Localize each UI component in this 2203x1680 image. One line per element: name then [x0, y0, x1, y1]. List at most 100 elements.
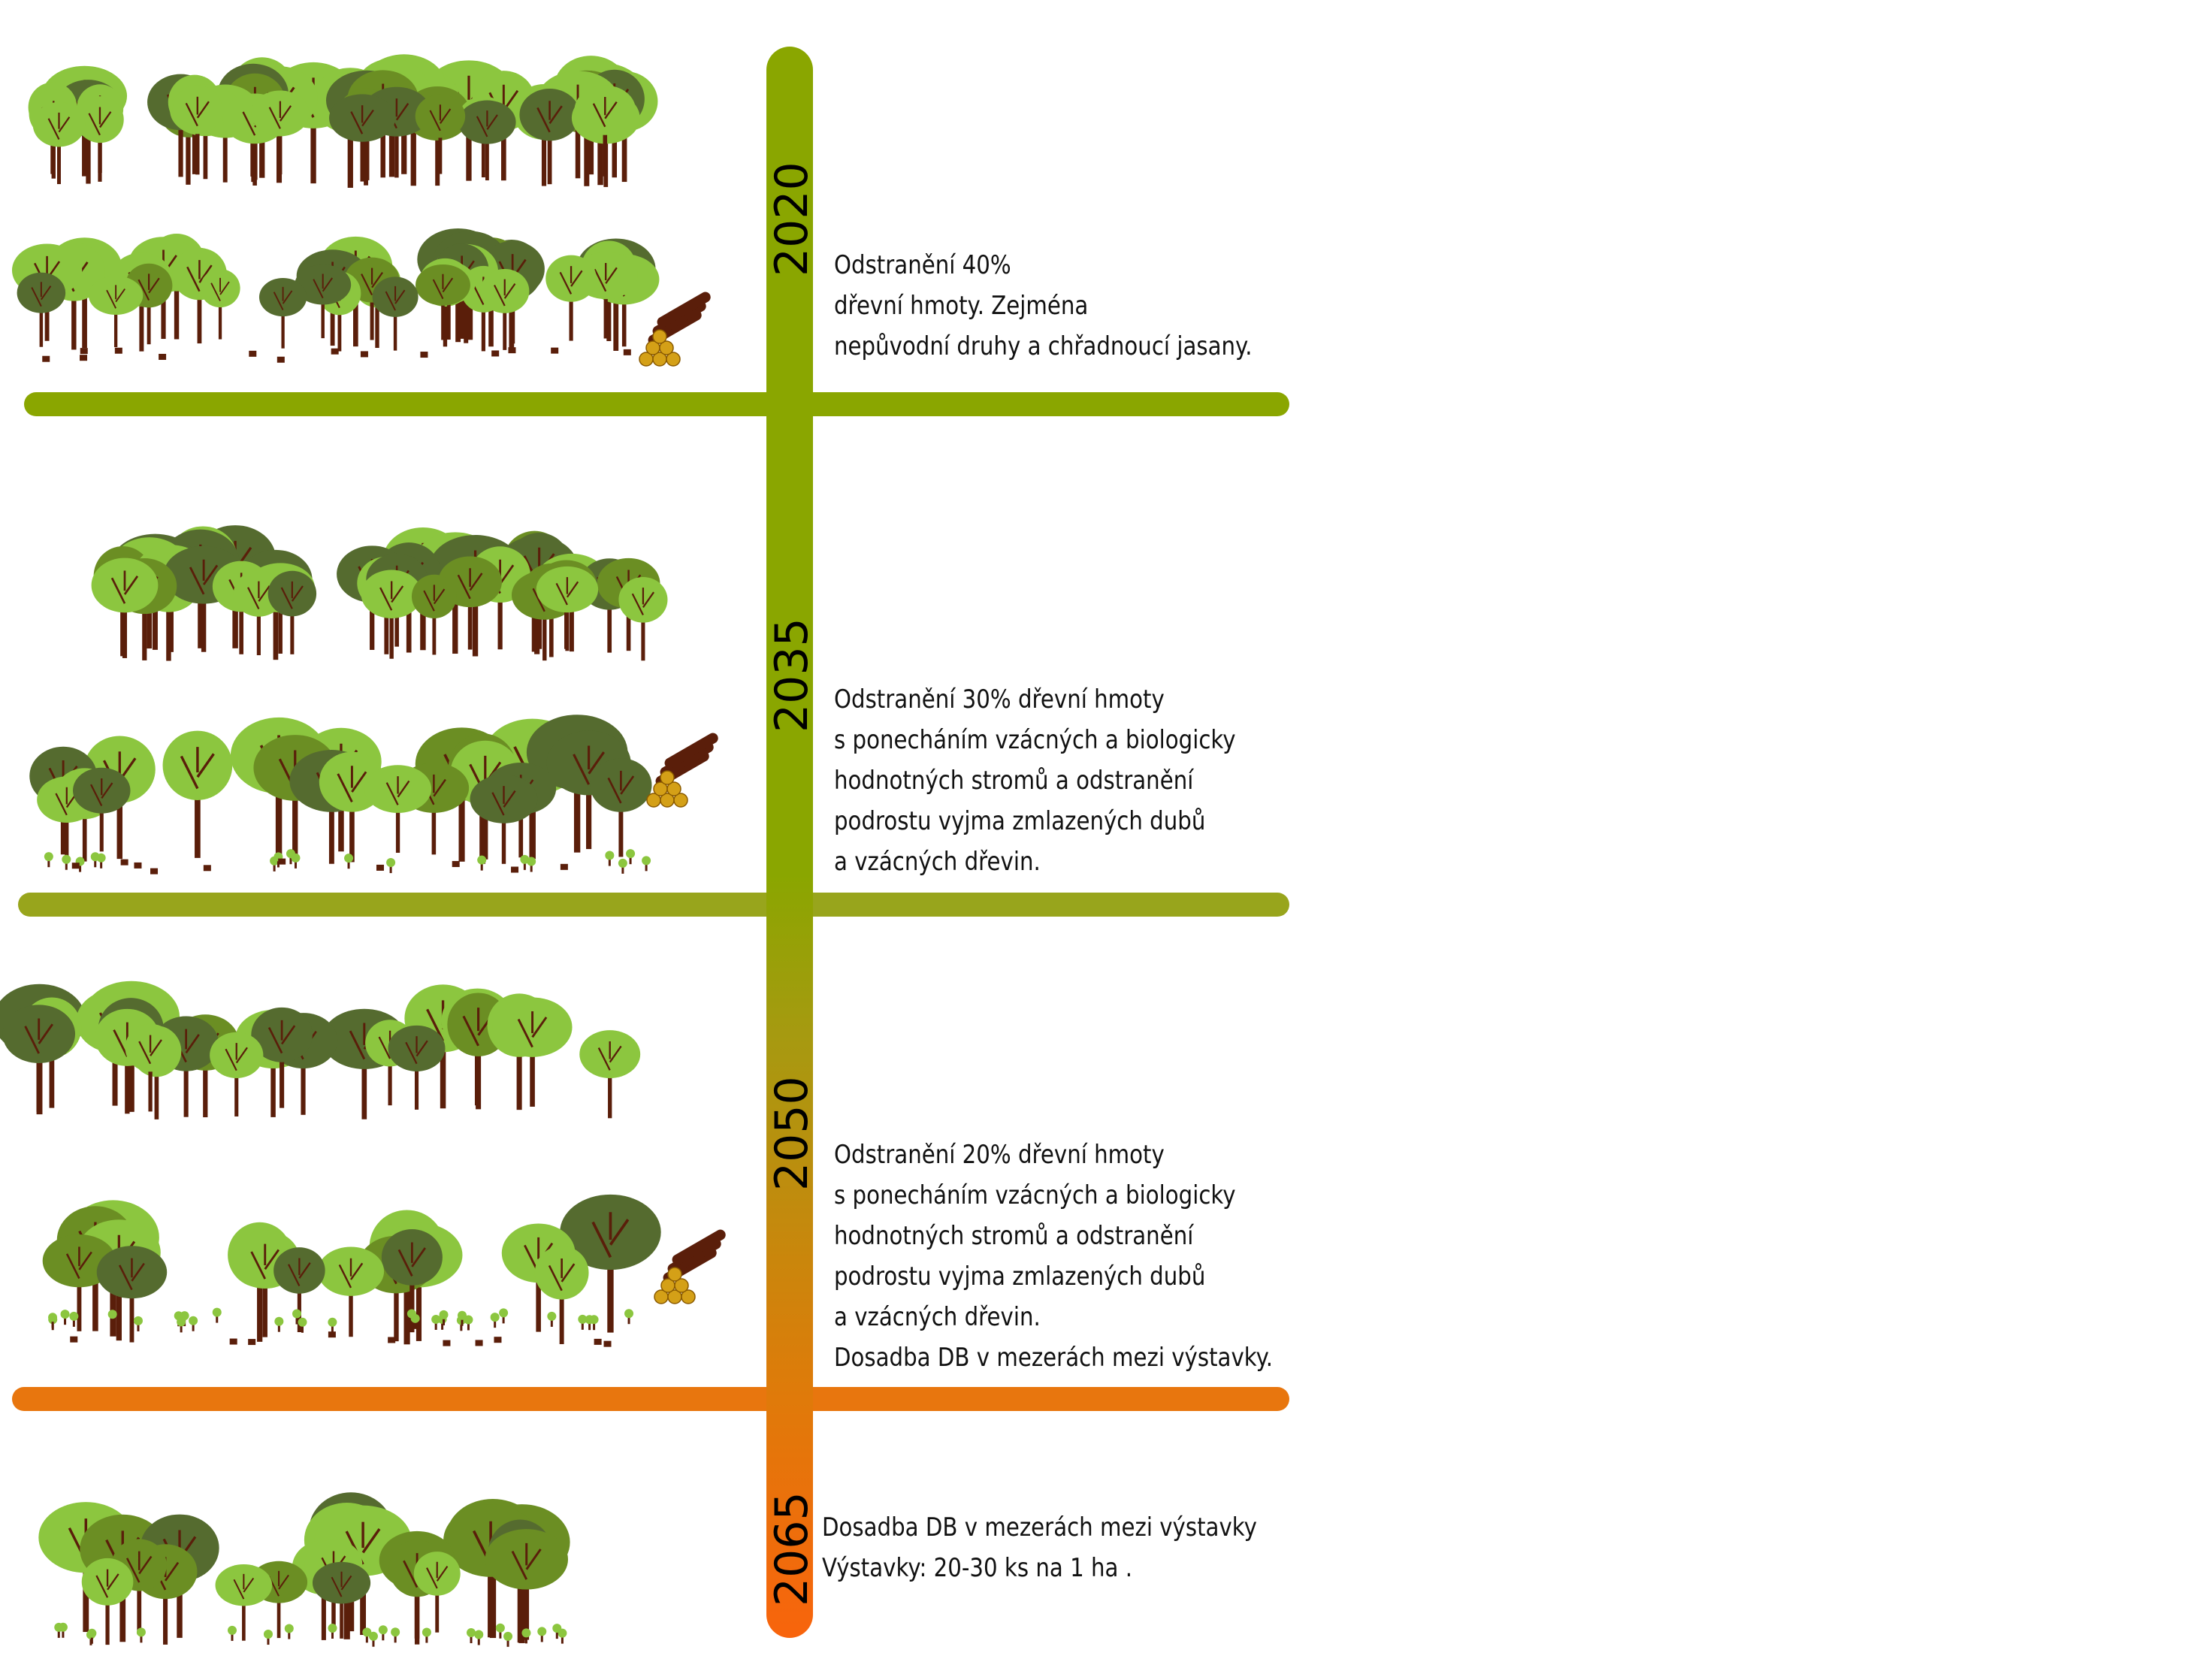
- stump-icon: [278, 858, 286, 865]
- sapling-icon: [503, 1631, 513, 1647]
- sapling-icon: [90, 852, 100, 868]
- tree-icon: [312, 1561, 371, 1639]
- sapling-icon: [626, 849, 636, 865]
- description-line: nepůvodní druhy a chřadnoucí jasany.: [834, 331, 1253, 361]
- tree-icon: [413, 1552, 461, 1633]
- period-description-2050: Odstranění 20% dřevní hmoty s ponecháním…: [834, 1135, 1273, 1378]
- period-description-2035: Odstranění 30% dřevní hmoty s ponecháním…: [834, 679, 1236, 882]
- stump-icon: [114, 347, 122, 354]
- stump-icon: [491, 350, 500, 357]
- sapling-icon: [44, 852, 53, 868]
- stump-icon: [603, 1340, 612, 1347]
- stump-icon: [452, 860, 460, 867]
- sapling-icon: [368, 1631, 378, 1647]
- description-line: s ponecháním vzácných a biologicky: [834, 1180, 1236, 1210]
- sapling-icon: [189, 1316, 198, 1331]
- description-line: dřevní hmoty. Zejména: [834, 291, 1089, 321]
- sapling-icon: [69, 1311, 79, 1327]
- description-line: podrostu vyjma zmlazených dubů: [834, 1262, 1206, 1292]
- tree-icon: [545, 255, 597, 341]
- stump-icon: [388, 1337, 396, 1343]
- tree-icon: [416, 264, 470, 340]
- tree-icon: [411, 574, 457, 655]
- description-line: Odstranění 40%: [834, 250, 1011, 280]
- forest-illustration-2050: [0, 981, 726, 1347]
- tree-icon: [480, 268, 530, 350]
- sapling-icon: [328, 1317, 337, 1333]
- sapling-icon: [422, 1627, 431, 1643]
- sapling-icon: [133, 1316, 143, 1331]
- sapling-icon: [107, 1310, 117, 1325]
- stump-icon: [475, 1340, 483, 1346]
- sapling-icon: [477, 855, 487, 871]
- stump-icon: [277, 356, 285, 363]
- tree-icon: [536, 566, 599, 651]
- stump-icon: [511, 866, 519, 873]
- tree-icon: [590, 758, 652, 857]
- sapling-icon: [391, 1627, 400, 1643]
- stump-icon: [248, 1339, 256, 1346]
- stump-icon: [328, 1331, 336, 1338]
- sapling-icon: [431, 1314, 441, 1330]
- tree-icon: [317, 1246, 385, 1337]
- stump-icon: [150, 868, 159, 875]
- stump-icon: [71, 863, 80, 869]
- sapling-icon: [177, 1317, 186, 1333]
- year-label: 2050: [766, 1076, 818, 1191]
- sapling-icon: [328, 1623, 337, 1639]
- description-line: hodnotných stromů a odstranění: [834, 766, 1194, 796]
- sapling-icon: [378, 1625, 388, 1641]
- description-line: Dosadba DB v mezerách mezi výstavky: [822, 1512, 1257, 1543]
- tree-icon: [267, 570, 317, 654]
- sapling-icon: [344, 854, 354, 869]
- sapling-icon: [457, 1310, 467, 1326]
- sapling-icon: [474, 1630, 484, 1645]
- tree-icon: [258, 277, 307, 349]
- sapling-icon: [298, 1317, 307, 1333]
- tree-icon: [574, 85, 636, 177]
- stump-icon: [594, 1338, 602, 1345]
- tree-icon: [76, 96, 124, 182]
- tree-icon: [492, 997, 573, 1107]
- year-label: 2035: [766, 618, 818, 733]
- forest-illustration-2020: [11, 54, 711, 367]
- log-pile-icon: [654, 1229, 726, 1304]
- timeline-axis: [766, 47, 813, 1638]
- sapling-icon: [624, 1309, 634, 1325]
- tree-icon: [88, 276, 144, 348]
- tree-icon: [295, 264, 352, 339]
- stump-icon: [420, 352, 428, 358]
- sapling-icon: [362, 1627, 372, 1643]
- description-line: Dosadba DB v mezerách mezi výstavky.: [834, 1343, 1274, 1373]
- tree-icon: [329, 94, 396, 182]
- log-pile-icon: [639, 292, 711, 367]
- sapling-icon: [521, 1628, 531, 1644]
- sapling-icon: [136, 1627, 146, 1643]
- tree-icon: [91, 557, 159, 658]
- sapling-icon: [291, 853, 301, 869]
- tree-icon: [17, 272, 66, 347]
- stump-icon: [508, 347, 516, 354]
- sapling-icon: [292, 1309, 302, 1325]
- sapling-icon: [605, 851, 615, 866]
- sapling-icon: [227, 1625, 237, 1641]
- tree-icon: [32, 101, 86, 185]
- tree-icon: [72, 767, 131, 852]
- sapling-icon: [386, 858, 396, 874]
- stump-icon: [42, 355, 50, 362]
- sapling-icon: [60, 1310, 70, 1325]
- stump-icon: [249, 350, 257, 357]
- forest-illustration-2035: [29, 525, 718, 875]
- sapling-icon: [499, 1308, 509, 1324]
- sapling-icon: [618, 858, 627, 874]
- sapling-icon: [589, 1315, 599, 1331]
- tree-icon: [618, 576, 668, 661]
- tree-icon: [415, 94, 466, 174]
- stump-icon: [331, 348, 339, 355]
- tree-icon: [361, 570, 422, 659]
- sapling-icon: [212, 1307, 222, 1323]
- year-label: 2065: [766, 1491, 818, 1606]
- tree-icon: [81, 1558, 134, 1645]
- stump-icon: [494, 1337, 502, 1343]
